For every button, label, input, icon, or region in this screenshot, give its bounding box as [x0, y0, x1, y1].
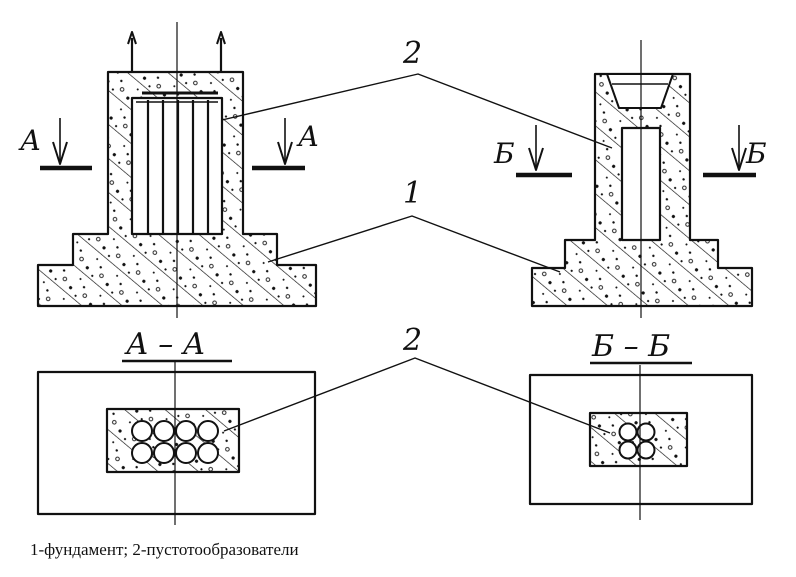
cut-mark-a-left [40, 118, 92, 171]
section-b-outline [528, 373, 754, 506]
cut-label-b-left: Б [493, 137, 515, 170]
cut-mark-b-right [703, 125, 756, 178]
callout-1-label: 1 [403, 176, 422, 211]
callout-2-top-label: 2 [402, 36, 422, 71]
section-b-title: Б – Б [591, 329, 670, 364]
section-b-column [588, 411, 689, 468]
figure-caption: 1-фундамент; 2-пустотообразователи [30, 540, 299, 559]
cut-mark-b-left [516, 125, 572, 178]
section-a-a-plan [36, 359, 317, 525]
cut-label-a-left: А [18, 124, 41, 157]
section-a-outline [36, 370, 317, 516]
cut-label-b-right: Б [745, 137, 767, 170]
section-b-b-plan [528, 361, 754, 520]
leader-1 [267, 215, 561, 273]
leader-2-bottom [223, 357, 611, 434]
leader-lines [221, 73, 613, 434]
socket-recess [606, 73, 674, 109]
cut-label-a-right: А [296, 120, 319, 153]
cut-mark-a-right [252, 118, 305, 171]
section-a-column [105, 407, 241, 474]
section-a-title: А – А [124, 327, 206, 362]
right-foundation-elevation [516, 40, 756, 318]
callout-2-bottom-label: 2 [402, 323, 422, 358]
left-foundation-elevation [36, 22, 318, 318]
leader-2-top [221, 73, 613, 149]
